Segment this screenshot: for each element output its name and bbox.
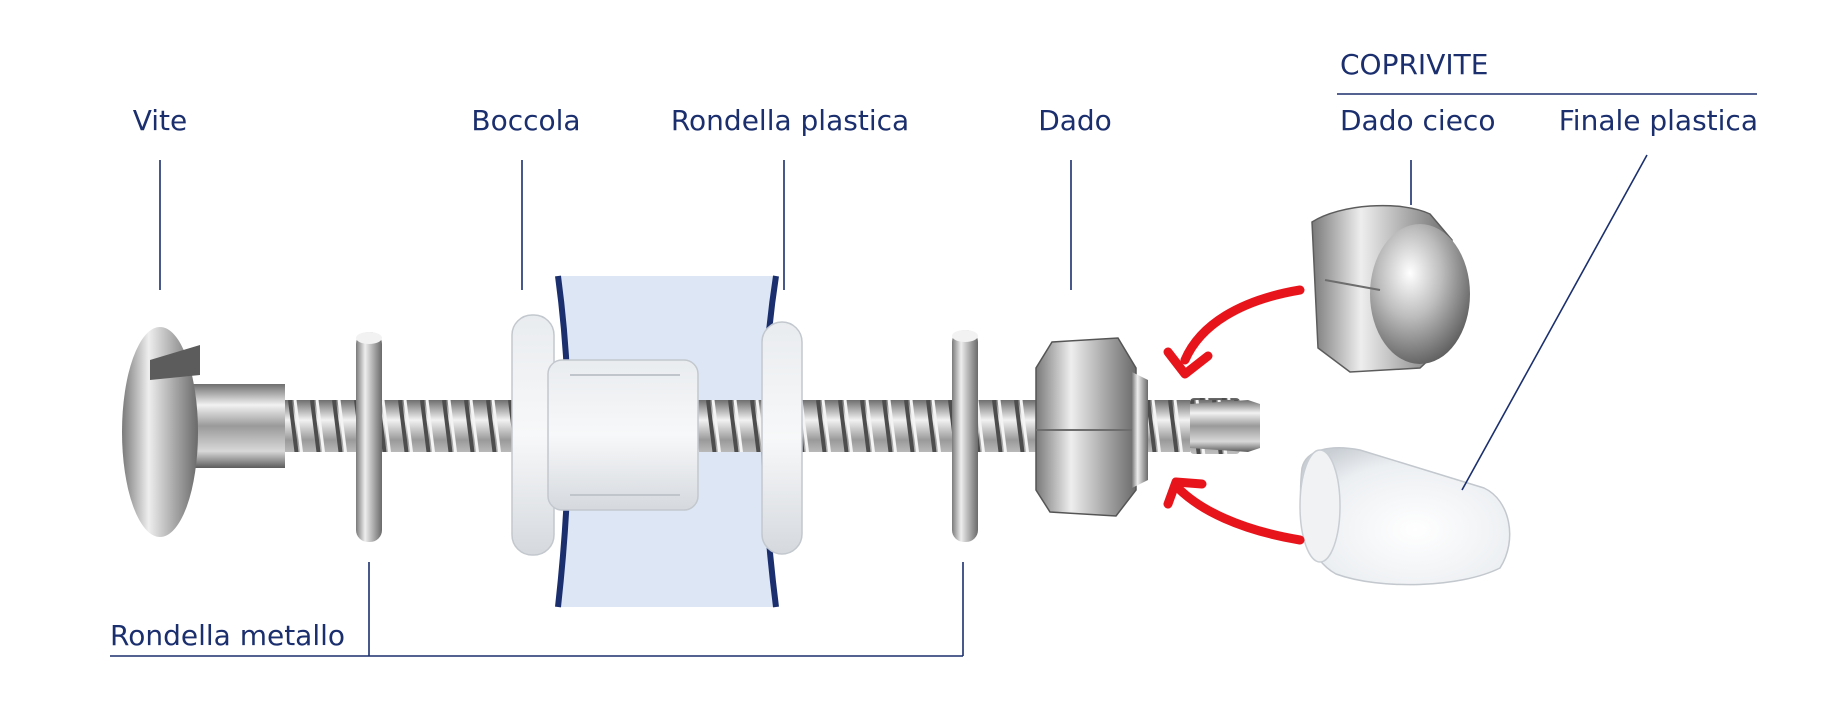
label-dado: Dado [1038, 104, 1112, 137]
cap-nut [1311, 204, 1470, 373]
arrow-cap-nut [1163, 285, 1305, 379]
label-rondella-plastica: Rondella plastica [671, 104, 909, 137]
label-finale-plastica: Finale plastica [1559, 104, 1758, 137]
label-coprivite: COPRIVITE [1340, 48, 1488, 81]
label-rondella-metallo: Rondella metallo [110, 619, 345, 652]
nut [1035, 337, 1148, 517]
bushing [511, 314, 699, 556]
plastic-washer [761, 321, 803, 555]
label-dado-cieco: Dado cieco [1340, 104, 1495, 137]
plastic-end-cap [1299, 447, 1511, 586]
label-vite: Vite [133, 104, 188, 137]
label-boccola: Boccola [471, 104, 580, 137]
arrow-plastic-end [1163, 477, 1305, 545]
screw [122, 327, 285, 537]
metal-washer-right [952, 330, 978, 542]
leader-lines [110, 93, 1757, 657]
metal-washer-left [356, 332, 382, 542]
